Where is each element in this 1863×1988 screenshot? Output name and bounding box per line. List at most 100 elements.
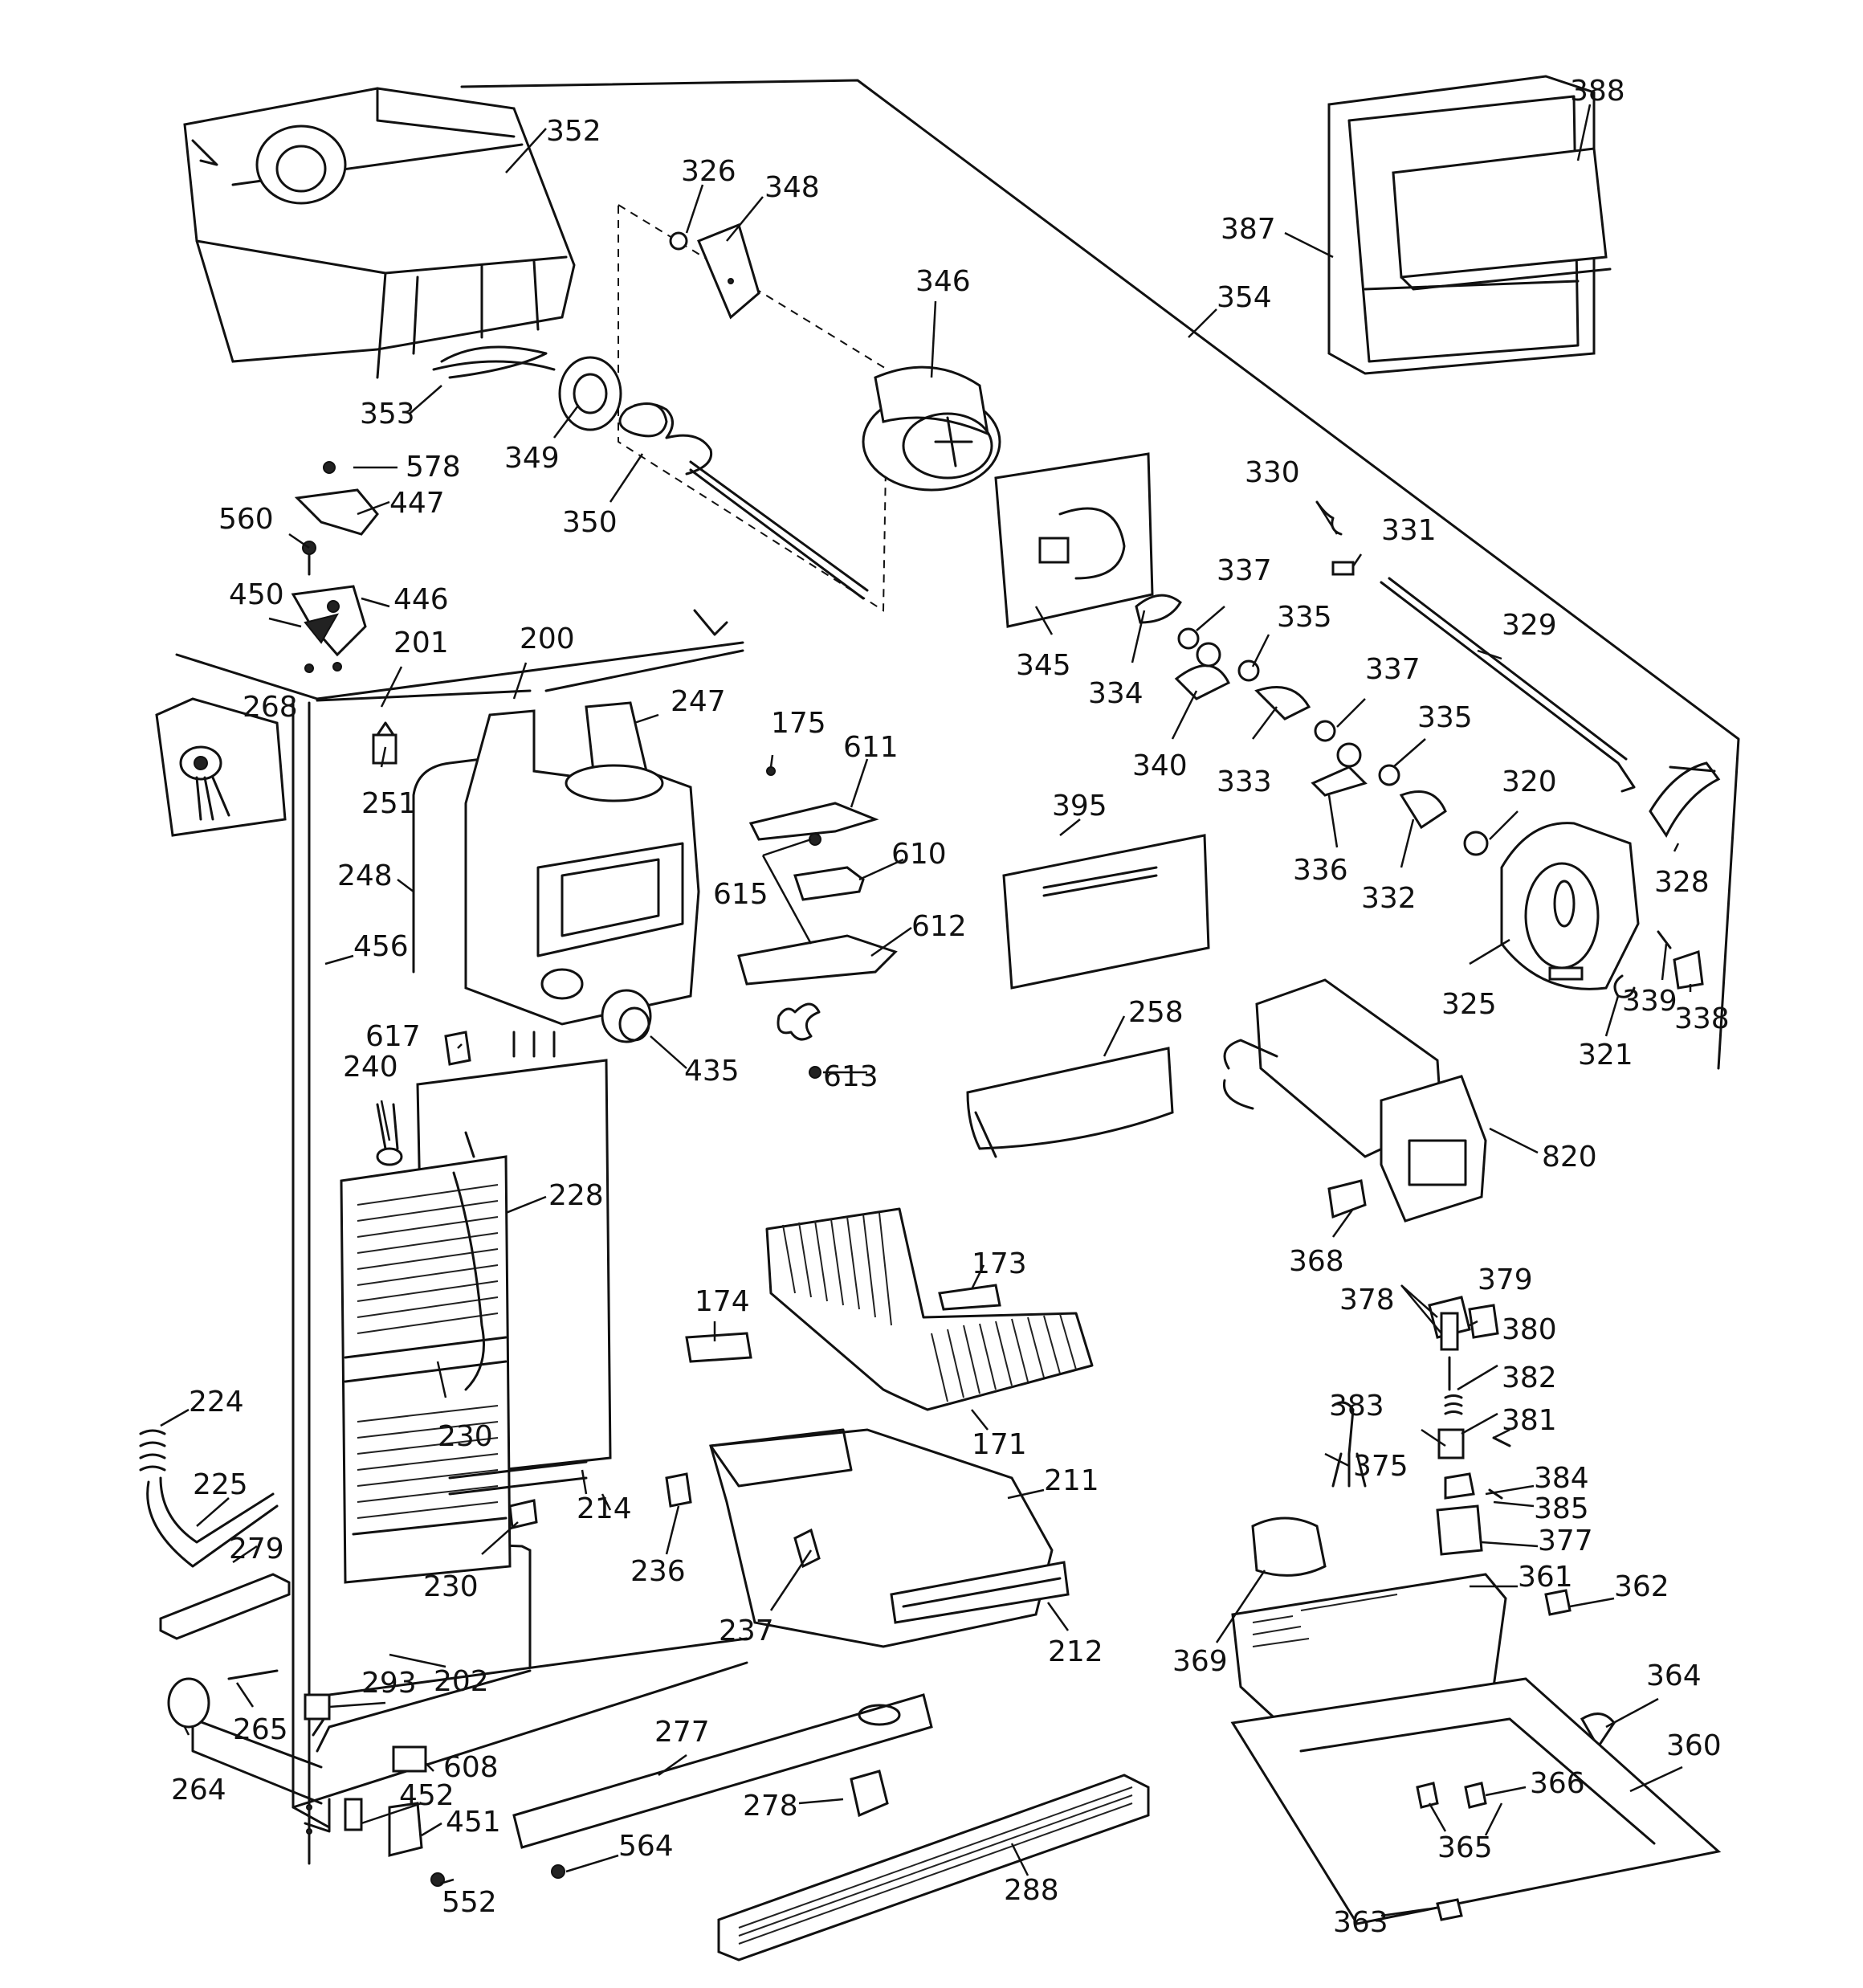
part-label-451: 451: [446, 1806, 501, 1839]
part-label-364: 364: [1646, 1659, 1702, 1692]
part-label-320: 320: [1502, 765, 1557, 798]
part-label-264: 264: [171, 1774, 226, 1806]
part-label-258: 258: [1128, 996, 1184, 1029]
part-label-385: 385: [1534, 1492, 1589, 1525]
part-label-212: 212: [1048, 1635, 1103, 1668]
part-label-452: 452: [399, 1779, 455, 1812]
part-label-369: 369: [1172, 1645, 1228, 1678]
part-label-336: 336: [1293, 854, 1348, 887]
ice-bin-parts: [665, 1428, 1070, 1648]
part-label-277: 277: [654, 1716, 710, 1749]
part-label-171: 171: [972, 1428, 1027, 1461]
part-label-247: 247: [671, 685, 726, 718]
part-label-348: 348: [764, 171, 820, 204]
base-assembly-parts: [1230, 1517, 1722, 1925]
part-label-279: 279: [229, 1533, 284, 1565]
freezer-basket-parts: [685, 1207, 1094, 1411]
auger-nut-and-strap-part: [669, 222, 760, 320]
part-label-378: 378: [1339, 1284, 1395, 1316]
part-label-387: 387: [1221, 213, 1276, 246]
part-label-382: 382: [1502, 1361, 1557, 1394]
dispenser-mounting-plate-part: [994, 452, 1154, 628]
part-label-248: 248: [337, 859, 393, 892]
part-label-366: 366: [1530, 1767, 1585, 1800]
part-label-338: 338: [1674, 1002, 1730, 1035]
part-label-335b: 335: [1417, 701, 1473, 734]
part-label-368: 368: [1289, 1245, 1344, 1278]
part-label-200: 200: [520, 623, 575, 655]
part-label-335a: 335: [1277, 601, 1332, 634]
actuator-rod-parts: [1315, 500, 1636, 793]
part-label-353: 353: [360, 398, 415, 431]
part-label-174: 174: [695, 1285, 750, 1318]
part-label-325: 325: [1441, 988, 1497, 1021]
part-label-230b: 230: [423, 1570, 479, 1603]
light-socket-inset-part: [155, 697, 287, 837]
part-label-339: 339: [1622, 985, 1678, 1018]
auger-assembly-part: [558, 203, 889, 612]
part-label-333: 333: [1217, 765, 1272, 798]
part-label-228: 228: [548, 1179, 604, 1212]
part-label-365: 365: [1437, 1831, 1493, 1864]
part-label-225: 225: [193, 1468, 248, 1501]
part-label-329: 329: [1502, 609, 1557, 642]
part-label-381: 381: [1502, 1404, 1557, 1437]
base-rail-and-grille-parts: [512, 1693, 1150, 1961]
drain-parts: [139, 1429, 291, 1640]
part-label-350: 350: [562, 506, 618, 539]
part-label-251: 251: [361, 787, 417, 820]
part-label-201: 201: [393, 627, 449, 659]
part-label-326: 326: [681, 155, 736, 188]
light-switch-part: [372, 721, 397, 765]
freezer-cabinet-part: [175, 609, 748, 1865]
part-label-380: 380: [1502, 1313, 1557, 1346]
cam-gear-stack-parts: [1135, 594, 1447, 830]
part-label-349: 349: [504, 442, 560, 475]
part-label-375: 375: [1353, 1450, 1408, 1483]
part-label-202: 202: [434, 1665, 489, 1698]
icemaker-part: [1222, 978, 1487, 1223]
part-label-337b: 337: [1365, 653, 1421, 686]
fan-motor-bushing-part: [601, 989, 652, 1043]
part-label-384: 384: [1534, 1462, 1589, 1495]
part-label-456: 456: [353, 930, 409, 963]
part-label-552: 552: [442, 1886, 497, 1919]
part-label-377: 377: [1538, 1525, 1593, 1557]
part-label-611: 611: [843, 731, 899, 764]
part-label-450: 450: [229, 578, 284, 611]
crusher-housing-part: [862, 365, 1001, 492]
base-hardware-parts: [167, 1669, 331, 1729]
part-label-388: 388: [1570, 75, 1625, 108]
part-label-360: 360: [1666, 1729, 1722, 1762]
part-label-224: 224: [189, 1386, 244, 1419]
part-label-435: 435: [684, 1055, 740, 1088]
part-label-395: 395: [1052, 790, 1107, 823]
icemaker-bracket-part: [1327, 1179, 1367, 1219]
evaporator-assembly-part: [340, 1059, 612, 1584]
part-label-211: 211: [1044, 1464, 1099, 1497]
part-label-820: 820: [1542, 1141, 1597, 1174]
part-label-608: 608: [443, 1751, 499, 1784]
air-duct-housing-part: [464, 701, 700, 1058]
part-label-175: 175: [771, 707, 826, 740]
part-label-330: 330: [1245, 456, 1300, 489]
part-label-610: 610: [891, 838, 947, 871]
cover-panels-parts: [966, 834, 1210, 1158]
part-label-612: 612: [911, 910, 967, 943]
part-label-236: 236: [630, 1555, 686, 1588]
part-labels: 352 326 348 346 354 388 387 353 349 350 …: [171, 75, 1730, 1939]
part-label-446: 446: [393, 583, 449, 616]
part-label-268: 268: [243, 691, 298, 724]
part-label-345: 345: [1016, 649, 1071, 682]
part-label-578: 578: [406, 451, 461, 484]
part-label-352: 352: [546, 115, 601, 148]
part-label-560: 560: [218, 503, 274, 536]
part-label-361: 361: [1518, 1561, 1573, 1594]
part-label-615: 615: [713, 878, 768, 911]
part-label-265: 265: [233, 1713, 288, 1746]
part-label-230a: 230: [438, 1420, 493, 1453]
dispenser-frame-part: [1327, 75, 1612, 375]
part-label-293: 293: [361, 1667, 417, 1700]
drain-tube-part: [412, 757, 483, 974]
